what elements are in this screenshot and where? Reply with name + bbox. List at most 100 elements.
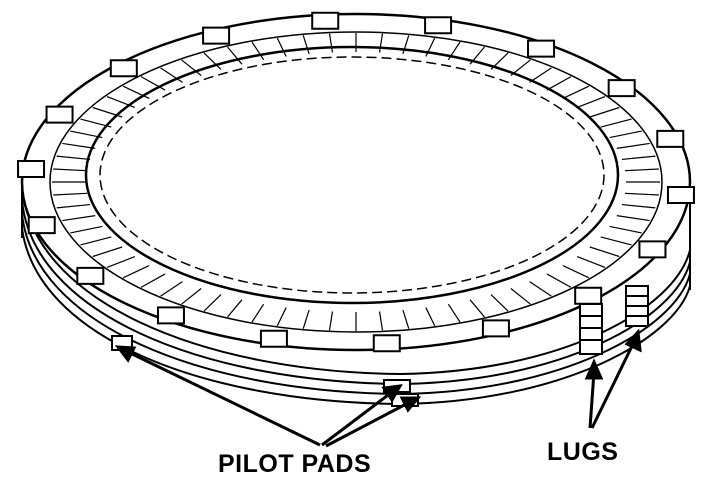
friction-band-outer <box>50 32 662 332</box>
inner-splines-rim <box>100 57 604 293</box>
friction-segment-line <box>93 108 122 118</box>
outer-lug <box>158 307 184 323</box>
friction-segment-line <box>622 156 655 159</box>
friction-segment-line <box>141 77 165 90</box>
friction-segment-line <box>80 119 111 127</box>
friction-segment-line <box>403 310 409 329</box>
friction-segment-line <box>601 119 632 127</box>
stacked-lugs-right <box>580 286 648 354</box>
friction-segment-line <box>80 237 111 245</box>
friction-segment-line <box>590 247 619 257</box>
friction-segment-line <box>330 312 333 331</box>
friction-segment-line <box>228 47 242 64</box>
friction-segment-line <box>277 308 286 326</box>
pilot-pad-arrow-left <box>128 352 320 445</box>
friction-segment-line <box>70 226 102 232</box>
friction-segment-line <box>610 226 642 232</box>
friction-segment-line <box>577 97 605 108</box>
plate-inner-opening <box>86 47 618 303</box>
friction-segment-line <box>625 169 659 171</box>
friction-segment-line <box>277 38 286 56</box>
callout-arrows <box>118 332 640 446</box>
friction-segment-line <box>123 266 149 278</box>
outer-lugs-group <box>18 13 694 352</box>
friction-segment-line <box>161 68 183 83</box>
friction-segment-line <box>380 312 383 331</box>
outer-lug <box>668 187 694 203</box>
friction-segment-line <box>70 131 102 137</box>
friction-segment-line <box>380 34 383 53</box>
outer-lug <box>47 107 73 123</box>
friction-segment-line <box>577 257 605 268</box>
outer-lug <box>609 80 635 96</box>
friction-segment-line <box>107 97 135 108</box>
friction-segment-line <box>563 86 589 98</box>
friction-segment-line <box>625 193 659 195</box>
outer-lug <box>528 41 554 57</box>
friction-segment-line <box>617 216 650 221</box>
outer-lug <box>374 335 400 351</box>
friction-segment-line <box>330 34 333 53</box>
friction-segment-line <box>62 143 95 148</box>
friction-segment-line <box>563 266 589 278</box>
friction-segment-line <box>204 295 221 311</box>
outer-lug <box>18 161 44 177</box>
friction-segment-line <box>303 310 309 329</box>
friction-segment-line <box>617 143 650 148</box>
friction-segment-line <box>53 169 87 171</box>
outer-lug <box>77 268 103 284</box>
friction-segment-line <box>53 193 87 195</box>
friction-segment-line <box>426 308 435 326</box>
friction-segment-line <box>161 282 183 297</box>
friction-segment-line <box>547 77 571 90</box>
friction-segment-line <box>448 42 460 60</box>
friction-segment-line <box>107 257 135 268</box>
friction-segment-lines <box>52 33 660 331</box>
friction-segment-line <box>470 300 484 317</box>
friction-segment-line <box>530 282 552 297</box>
outer-lug <box>483 320 509 336</box>
friction-segment-line <box>491 53 508 69</box>
friction-segment-line <box>141 274 165 287</box>
friction-segment-line <box>547 274 571 287</box>
outer-lug <box>639 241 665 257</box>
friction-segment-line <box>530 68 552 83</box>
friction-segment-line <box>590 108 619 118</box>
friction-segment-line <box>252 42 264 60</box>
pilot-pad-arrow-right <box>326 402 410 446</box>
friction-segment-line <box>57 205 90 208</box>
lug-arrow-left <box>590 372 594 428</box>
pilot-pads-label: PILOT PADS <box>218 450 372 478</box>
friction-segment-line <box>426 38 435 56</box>
friction-segment-line <box>610 131 642 137</box>
friction-segment-line <box>448 304 460 322</box>
friction-segment-line <box>182 60 202 76</box>
outer-lug <box>312 13 338 29</box>
friction-segment-line <box>491 295 508 311</box>
friction-segment-line <box>252 304 264 322</box>
friction-segment-line <box>204 53 221 69</box>
friction-segment-line <box>470 47 484 64</box>
friction-segment-line <box>228 300 242 317</box>
friction-segment-line <box>511 60 531 76</box>
outer-lug <box>261 331 287 347</box>
outer-lug <box>203 28 229 44</box>
lugs-label: LUGS <box>547 438 619 466</box>
outer-lug <box>575 288 601 304</box>
friction-segment-line <box>62 216 95 221</box>
outer-lug <box>657 131 683 147</box>
friction-segment-line <box>601 237 632 245</box>
friction-segment-line <box>303 35 309 54</box>
lug-arrow-right <box>592 342 634 428</box>
friction-segment-line <box>511 288 531 304</box>
friction-segment-line <box>123 86 149 98</box>
friction-segment-line <box>622 205 655 208</box>
friction-segment-line <box>182 288 202 304</box>
outer-lug <box>29 217 55 233</box>
pilot-pad-arrow-middle <box>322 392 392 445</box>
friction-segment-line <box>93 247 122 257</box>
outer-lug <box>111 60 137 76</box>
outer-lug <box>425 17 451 33</box>
friction-segment-line <box>403 35 409 54</box>
